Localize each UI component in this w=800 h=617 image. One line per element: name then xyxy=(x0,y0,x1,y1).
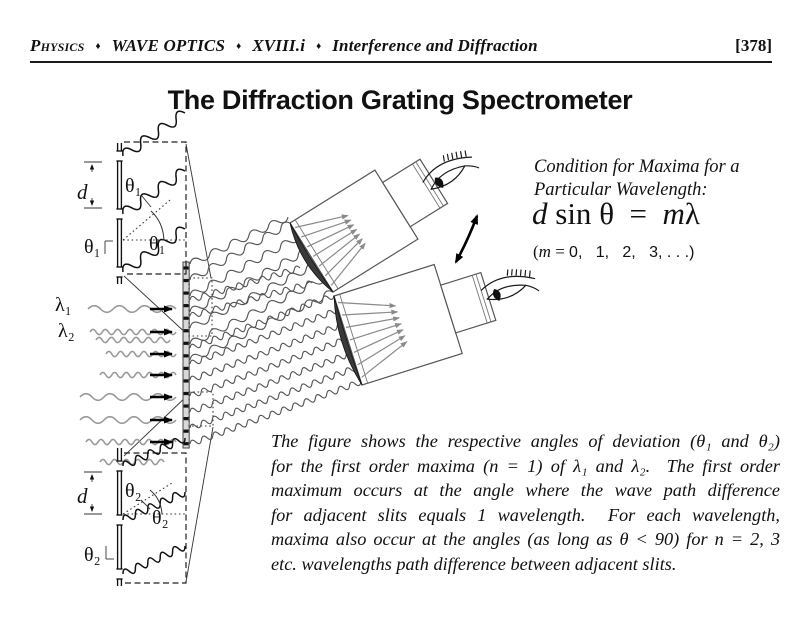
theta2-label: θ₂ xyxy=(84,544,101,566)
theta1-label: θ₁ xyxy=(125,175,142,197)
rotation-double-arrow xyxy=(454,214,479,264)
condition-line-1: Condition for Maxima for a xyxy=(534,157,740,177)
header-section-number: XVIII.i xyxy=(252,36,306,55)
lambda2-label: λ₂ xyxy=(58,320,75,342)
slit-spacing-d-label: d xyxy=(77,484,88,508)
grating-equation: d sin θ = mλ xyxy=(532,196,700,232)
caption-line: maximum occurs at the angle where the wa… xyxy=(271,480,780,501)
header-rule xyxy=(30,61,772,63)
diamond-separator-icon: ♦ xyxy=(95,41,101,52)
page-header: Physics ♦ WAVE OPTICS ♦ XVIII.i ♦ Interf… xyxy=(30,36,772,56)
eq-equals: = xyxy=(614,196,663,231)
page-title: The Diffraction Grating Spectrometer xyxy=(167,85,633,115)
eq-d: d xyxy=(532,196,548,231)
condition-line-2: Particular Wavelength: xyxy=(534,180,708,200)
figure-caption: The figure shows the respective angles o… xyxy=(271,429,780,577)
diamond-separator-icon: ♦ xyxy=(236,41,242,52)
m-paren: ( xyxy=(533,242,539,261)
m-values: 0, 1, 2, 3, . . .) xyxy=(569,244,695,261)
m-eq: = xyxy=(550,242,570,261)
eq-m: m xyxy=(662,196,685,231)
order-values-line: (m = 0, 1, 2, 3, . . .) xyxy=(533,242,694,262)
condition-text: Condition for Maxima for a Particular Wa… xyxy=(534,156,740,202)
theta2-label: θ₂ xyxy=(125,480,142,502)
m-var: m xyxy=(538,242,551,261)
caption-line: for adjacent slits equals 1 wavelength. … xyxy=(271,504,780,525)
slit-spacing-d-label: d xyxy=(77,180,88,204)
diagram-waves-layer xyxy=(79,143,362,583)
header-topic: WAVE OPTICS xyxy=(111,36,226,55)
caption-line: etc. wavelengths path difference between… xyxy=(271,553,677,574)
header-subject: Physics xyxy=(30,36,85,55)
theta1-label: θ₁ xyxy=(84,236,101,258)
caption-line: The figure shows the respective angles o… xyxy=(271,431,780,451)
theta2-label: θ₂ xyxy=(152,507,169,529)
diamond-separator-icon: ♦ xyxy=(316,41,322,52)
caption-line: maxima also occur at the angles (as long… xyxy=(271,529,780,550)
observer-eye-icon xyxy=(480,269,540,302)
page-number: [378] xyxy=(735,36,772,55)
lens-lower xyxy=(333,295,363,386)
caption-line: for the first order maxima (n = 1) of λ₁… xyxy=(271,455,780,476)
theta1-label: θ₁ xyxy=(149,233,166,255)
diagram-insets-layer xyxy=(84,110,187,586)
eq-theta: θ xyxy=(599,196,615,231)
header-breadcrumb: Physics ♦ WAVE OPTICS ♦ XVIII.i ♦ Interf… xyxy=(30,36,538,56)
lens-upper xyxy=(289,222,334,293)
diagram-telescopes-layer xyxy=(289,150,540,386)
eq-lambda: λ xyxy=(684,196,700,231)
eq-sin: sin xyxy=(547,196,600,231)
lambda1-label: λ₁ xyxy=(55,294,72,316)
header-section-title: Interference and Diffraction xyxy=(332,36,538,55)
observer-eye-icon xyxy=(422,150,480,190)
